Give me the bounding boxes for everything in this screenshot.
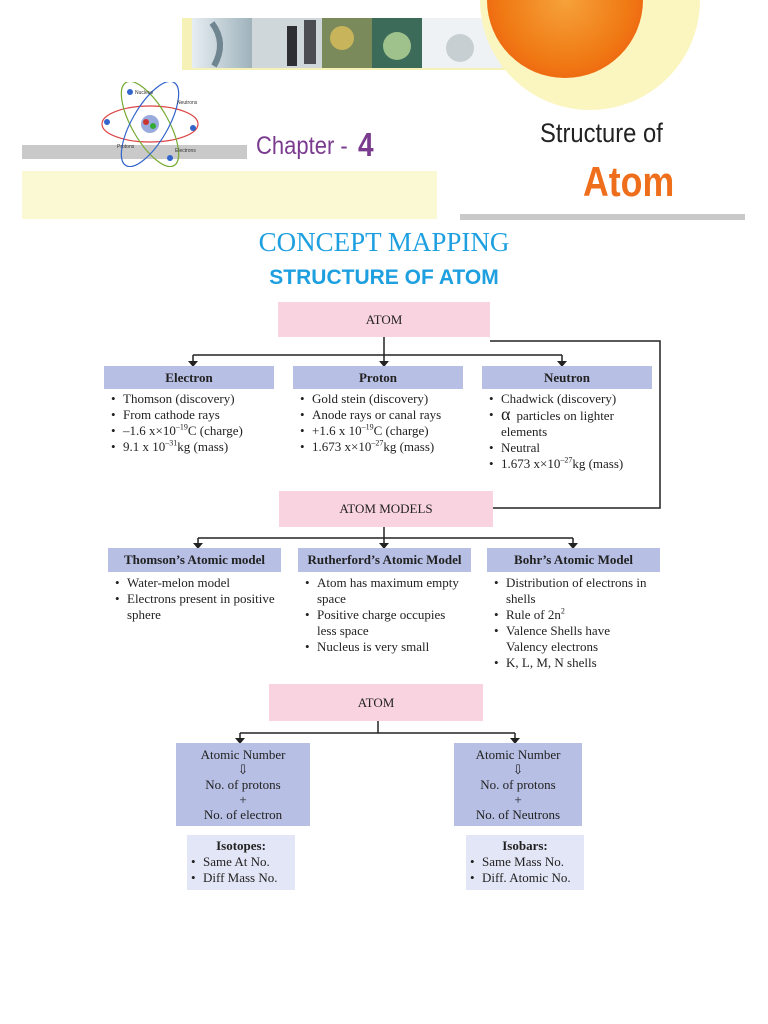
list-item: Same At No.: [187, 854, 295, 870]
list-item: Valence Shells have Valency electrons: [490, 623, 650, 655]
atom-models-box: ATOM MODELS: [279, 491, 493, 527]
list-item: Diff Mass No.: [187, 870, 295, 886]
list-item: K, L, M, N shells: [490, 655, 650, 671]
logo-label-neutrons: Neutrons: [177, 100, 198, 106]
calc-line: No. of protons: [480, 777, 556, 792]
atomic-number-neutron-box: Atomic Number ⇩ No. of protons + No. of …: [454, 743, 582, 826]
list-item: Diff. Atomic No.: [466, 870, 584, 886]
plus-sign: +: [514, 792, 522, 807]
title-atom: Atom: [583, 158, 675, 205]
calc-line: No. of electron: [203, 807, 283, 822]
list-item: Neutral: [485, 440, 655, 456]
electron-header: Electron: [104, 366, 274, 389]
bohr-model-title: Bohr’s Atomic Model: [514, 552, 633, 567]
list-item: 9.1 x 10–31kg (mass): [107, 439, 287, 455]
atom-models-label: ATOM MODELS: [339, 501, 433, 516]
calc-line: Atomic Number: [475, 747, 561, 762]
rutherford-model-list: Atom has maximum empty space Positive ch…: [301, 575, 466, 655]
concept-mapping-heading: CONCEPT MAPPING: [258, 227, 510, 257]
atom-bottom-box: ATOM: [269, 684, 483, 721]
header-gray-bar-right: [460, 214, 745, 220]
list-item: Positive charge occupies less space: [301, 607, 466, 639]
calc-line: No. of protons: [205, 777, 281, 792]
down-arrow-icon: ⇩: [512, 762, 524, 777]
proton-header: Proton: [293, 366, 463, 389]
proton-list: Gold stein (discovery) Anode rays or can…: [296, 391, 481, 455]
title-structure-of: Structure of: [540, 118, 663, 148]
atom-root-label: ATOM: [365, 311, 403, 327]
bohr-model-list: Distribution of electrons in shells Rule…: [490, 575, 650, 671]
isobars-box: Isobars: Same Mass No. Diff. Atomic No.: [466, 835, 584, 890]
rutherford-model-header: Rutherford’s Atomic Model: [298, 548, 471, 572]
list-item: From cathode rays: [107, 407, 287, 423]
list-item: 1.673 x×10–27kg (mass): [485, 456, 655, 472]
header-yellow-band: [22, 171, 437, 219]
orange-sun-graphic: [480, 0, 700, 110]
list-item: +1.6 x 10–19C (charge): [296, 423, 481, 439]
list-item: Anode rays or canal rays: [296, 407, 481, 423]
thomson-model-title: Thomson’s Atomic model: [123, 552, 266, 567]
down-arrow-icon: ⇩: [237, 762, 249, 777]
neutron-header: Neutron: [482, 366, 652, 389]
list-item: Distribution of electrons in shells: [490, 575, 650, 607]
atom-logo: Nucleus Protons Electrons Neutrons: [101, 82, 199, 167]
logo-label-protons: Protons: [117, 144, 135, 150]
rutherford-model-title: Rutherford’s Atomic Model: [307, 552, 462, 567]
bohr-model-header: Bohr’s Atomic Model: [487, 548, 660, 572]
header-gray-bar-left: [22, 145, 247, 159]
header-photo-strip: [192, 18, 502, 68]
electron-title: Electron: [165, 369, 213, 385]
list-item: Nucleus is very small: [301, 639, 466, 655]
list-item: Electrons present in positive sphere: [111, 591, 276, 623]
atom-root-box: ATOM: [278, 302, 490, 337]
isotopes-title: Isotopes:: [216, 838, 266, 853]
list-item: 1.673 x×10–27kg (mass): [296, 439, 481, 455]
list-item: Water-melon model: [111, 575, 276, 591]
neutron-title: Neutron: [544, 369, 590, 385]
isobars-list: Same Mass No. Diff. Atomic No.: [466, 854, 584, 886]
logo-label-nucleus: Nucleus: [135, 90, 154, 96]
calc-line: Atomic Number: [200, 747, 286, 762]
logo-label-electrons: Electrons: [175, 148, 196, 154]
isotopes-box: Isotopes: Same At No. Diff Mass No.: [187, 835, 295, 890]
isobars-title: Isobars:: [502, 838, 548, 853]
chapter-label: Chapter -: [256, 132, 348, 160]
calc-line: No. of Neutrons: [475, 807, 561, 822]
thomson-model-header: Thomson’s Atomic model: [108, 548, 281, 572]
atomic-number-electron-box: Atomic Number ⇩ No. of protons + No. of …: [176, 743, 310, 826]
structure-of-atom-heading: STRUCTURE OF ATOM: [269, 266, 499, 289]
atom-bottom-label: ATOM: [357, 694, 395, 710]
chapter-number: 4: [358, 126, 374, 163]
list-item: Thomson (discovery): [107, 391, 287, 407]
isotopes-list: Same At No. Diff Mass No.: [187, 854, 295, 886]
plus-sign: +: [239, 792, 247, 807]
list-item: Gold stein (discovery): [296, 391, 481, 407]
list-item: –1.6 x×10–19C (charge): [107, 423, 287, 439]
list-item: Rule of 2n2: [490, 607, 650, 623]
list-item: Chadwick (discovery): [485, 391, 655, 407]
proton-title: Proton: [358, 369, 398, 385]
electron-list: Thomson (discovery) From cathode rays –1…: [107, 391, 287, 455]
list-item: Same Mass No.: [466, 854, 584, 870]
thomson-model-list: Water-melon model Electrons present in p…: [111, 575, 276, 623]
list-item: Atom has maximum empty space: [301, 575, 466, 607]
